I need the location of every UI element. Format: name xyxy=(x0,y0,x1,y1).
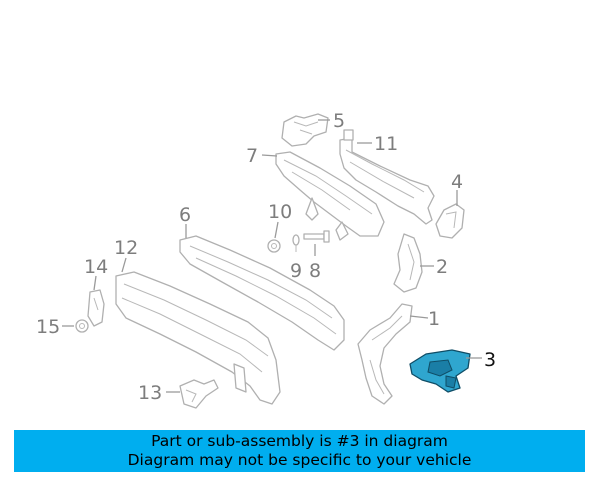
callout-4: 4 xyxy=(451,171,463,193)
callout-15: 15 xyxy=(36,316,60,338)
leader-1 xyxy=(409,315,429,319)
callout-10: 10 xyxy=(268,201,292,223)
part-6-absorber xyxy=(179,235,345,351)
part-4-bracket xyxy=(435,203,465,239)
part-10-nut xyxy=(267,239,281,253)
leader-10 xyxy=(274,221,279,239)
leader-7 xyxy=(261,154,278,157)
callout-9: 9 xyxy=(290,260,302,282)
leader-12 xyxy=(121,257,127,273)
callout-12: 12 xyxy=(114,237,138,259)
part-1-bracket xyxy=(357,303,413,405)
part-13-mount xyxy=(179,379,219,409)
callout-6: 6 xyxy=(179,204,191,226)
part-7-reinforcement xyxy=(275,151,385,241)
parts-diagram: 5 11 7 4 10 9 8 xyxy=(36,110,496,409)
part-14-cap xyxy=(87,289,105,327)
info-banner: Part or sub-assembly is #3 in diagram Di… xyxy=(14,430,585,472)
part-9-clip xyxy=(292,234,300,252)
part-2-bracket xyxy=(393,233,423,293)
leader-14 xyxy=(93,275,97,291)
part-3-bracket-highlighted xyxy=(409,349,471,393)
callout-8: 8 xyxy=(309,260,321,282)
callout-1: 1 xyxy=(428,308,440,330)
part-15-plug xyxy=(75,319,89,333)
callout-7: 7 xyxy=(246,145,258,167)
part-5-bracket xyxy=(281,113,329,147)
part-8-bolt xyxy=(303,230,330,243)
part-12-beam xyxy=(115,271,281,405)
callout-13: 13 xyxy=(138,382,162,404)
banner-line-1: Part or sub-assembly is #3 in diagram xyxy=(151,432,448,450)
callout-3: 3 xyxy=(484,349,496,371)
callout-5: 5 xyxy=(333,110,345,132)
callout-14: 14 xyxy=(84,256,108,278)
callout-2: 2 xyxy=(436,256,448,278)
part-11-bracket xyxy=(339,129,435,225)
banner-line-2: Diagram may not be specific to your vehi… xyxy=(127,451,472,469)
callout-11: 11 xyxy=(374,133,398,155)
